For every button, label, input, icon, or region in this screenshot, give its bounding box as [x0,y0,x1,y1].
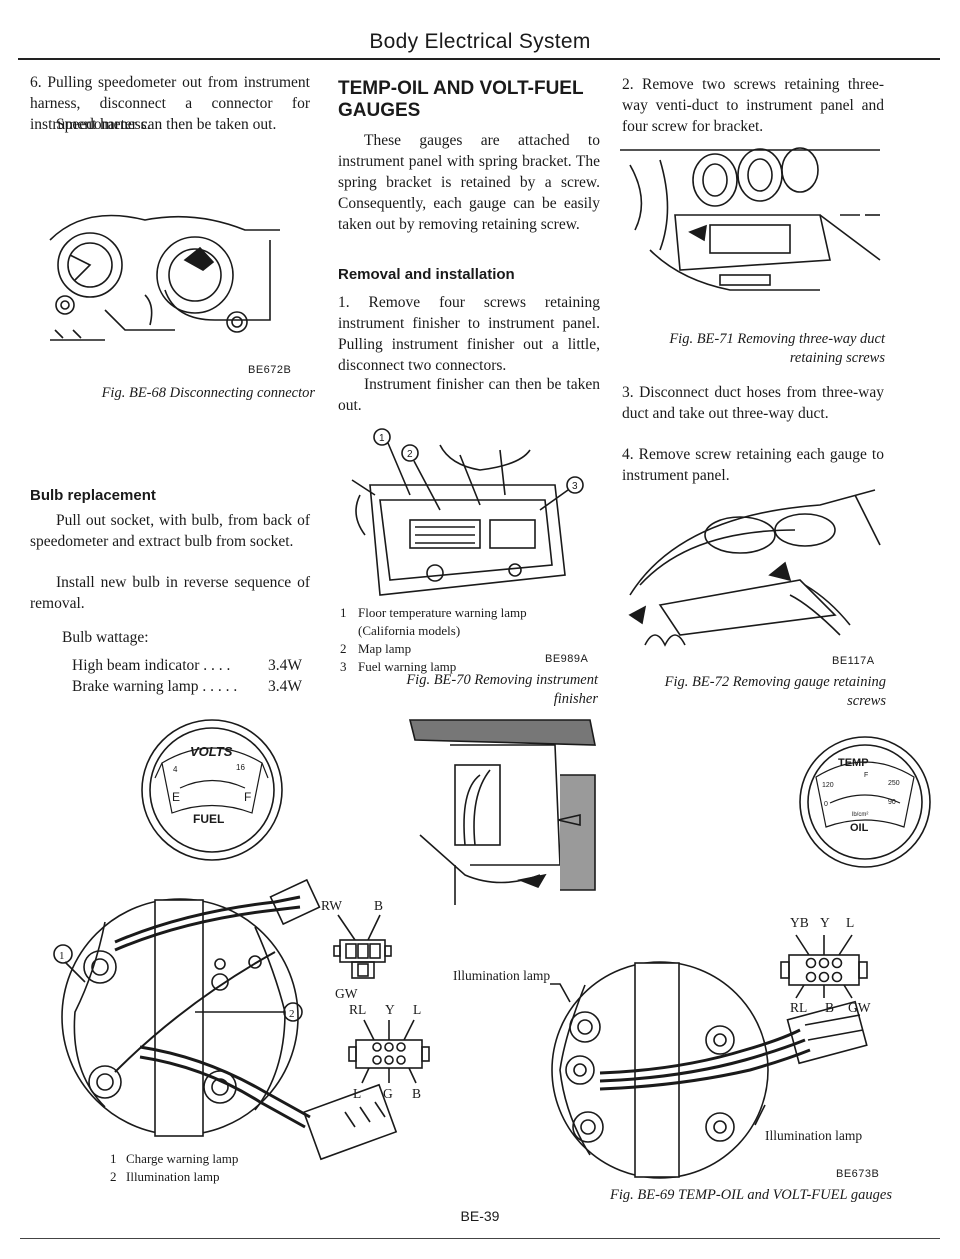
step6-paragraph-2: Speedometer can then be taken out. [56,116,277,133]
rconn-wire-l: L [846,915,855,930]
fig68-code: BE672B [248,364,292,376]
svg-text:3: 3 [572,481,578,492]
marker-2: 2 [289,1008,295,1020]
conn6-wire-rl: RL [349,1002,367,1017]
svg-text:2: 2 [407,449,413,460]
fig72-caption: Fig. BE-72 Removing gauge retaining scre… [664,674,886,709]
rconn-wire-b: B [825,1000,835,1015]
volt-scale-low: 4 [173,765,178,774]
footer-rule [20,1238,940,1239]
step1-paragraph-2: Instrument finisher can then be taken ou… [338,376,600,414]
temp-oil-gauge-back-harness [551,961,868,1179]
conn6-wire-l: L [413,1002,422,1017]
temp-oil-gauge-face [799,736,931,868]
page-number: BE-39 [460,1208,500,1224]
temp-gauge-title: TEMP [838,757,869,769]
rconn-wire-yb: YB [790,915,809,930]
step2-paragraph: 2. Remove two screws retaining three-way… [622,76,884,135]
conn6-wire-y: Y [385,1002,395,1017]
fig69-code: BE673B [836,1168,880,1180]
fuel-gauge-title: FUEL [193,812,225,826]
fig68-caption: Fig. BE-68 Disconnecting connector [101,385,315,401]
svg-text:1: 1 [379,433,385,444]
fig68-speedometer-illustration [49,214,280,341]
oil-unit: lb/cm² [852,812,869,818]
bulb-wattage-label: Bulb wattage: [62,629,149,646]
fuel-empty-mark: E [172,790,181,804]
oil-high: 90 [888,799,896,806]
removal-installation-heading: Removal and installation [338,266,515,283]
conn6-wire-b-bottom: B [412,1086,422,1101]
rconn-wire-y: Y [820,915,830,930]
conn6-wire-g-bottom: G [383,1086,393,1101]
fig72-code: BE117A [832,655,875,667]
marker-1: 1 [59,950,65,962]
oil-gauge-title: OIL [850,822,869,834]
step6-paragraph: 6. Pulling speedometer out from instrume… [30,74,310,133]
fig70-caption: Fig. BE-70 Removing instrument finisher [406,672,598,707]
wattage-row-brake: Brake warning lamp . . . . . 3.4W [72,678,302,695]
fig70-legend-item: (California models) [358,623,461,638]
oil-low: 0 [824,801,828,808]
temp-unit: F [864,772,869,779]
gauge-clip-detail [408,719,596,905]
fig70-instrument-finisher-illustration: 1 2 3 [351,428,584,596]
rconn-wire-gw: GW [848,1000,871,1015]
temp-oil-volt-fuel-heading: TEMP-OIL AND VOLT-FUEL GAUGES [338,78,584,121]
step4-paragraph: 4. Remove screw retaining each gauge to … [622,446,884,484]
volt-fuel-gauge-face [141,719,283,861]
wattage-row-high-beam: High beam indicator . . . . 3.4W [72,657,302,674]
conn-wire-b: B [374,898,384,913]
rconn-wire-rl: RL [790,1000,808,1015]
conn6-wire-l-bottom: L [353,1086,362,1101]
gauges-intro-paragraph: These gauges are attached to instrument … [338,132,600,233]
bulb-paragraph-2: Install new bulb in reverse sequence of … [30,574,310,612]
fig70-code: BE989A [545,653,589,665]
fig71-three-way-duct-illustration [620,147,881,291]
fuel-full-mark: F [244,790,252,804]
illumination-lamp-callout-top: Illumination lamp [453,968,551,983]
temp-high: 250 [888,780,900,787]
conn-wire-gw: GW [335,986,358,1001]
volt-gauge-title: VOLTS [190,744,233,759]
page-header: Body Electrical System [369,30,591,53]
bulb-paragraph-1: Pull out socket, with bulb, from back of… [30,512,310,550]
volt-scale-high: 16 [236,763,245,772]
connector-diagram-6pin-right [780,934,868,999]
callout-leader-top [550,983,571,1003]
temp-low: 120 [822,782,834,789]
fig71-caption: Fig. BE-71 Removing three-way duct retai… [669,331,885,366]
fig72-gauge-screws-illustration [628,489,881,647]
bulb-replacement-heading: Bulb replacement [30,487,156,504]
step3-paragraph: 3. Disconnect duct hoses from three-way … [622,384,884,422]
header-rule [18,58,940,60]
volt-fuel-gauge-back-harness: 1 2 [53,878,398,1161]
connector-diagram-3pin [333,914,392,979]
fig69-caption: Fig. BE-69 TEMP-OIL and VOLT-FUEL gauges [609,1187,892,1203]
illumination-lamp-callout-right: Illumination lamp [765,1128,863,1143]
connector-diagram-6pin-left [348,1019,430,1084]
conn-wire-rw: RW [321,898,343,913]
step1-paragraph: 1. Remove four screws retaining instrume… [338,294,600,374]
